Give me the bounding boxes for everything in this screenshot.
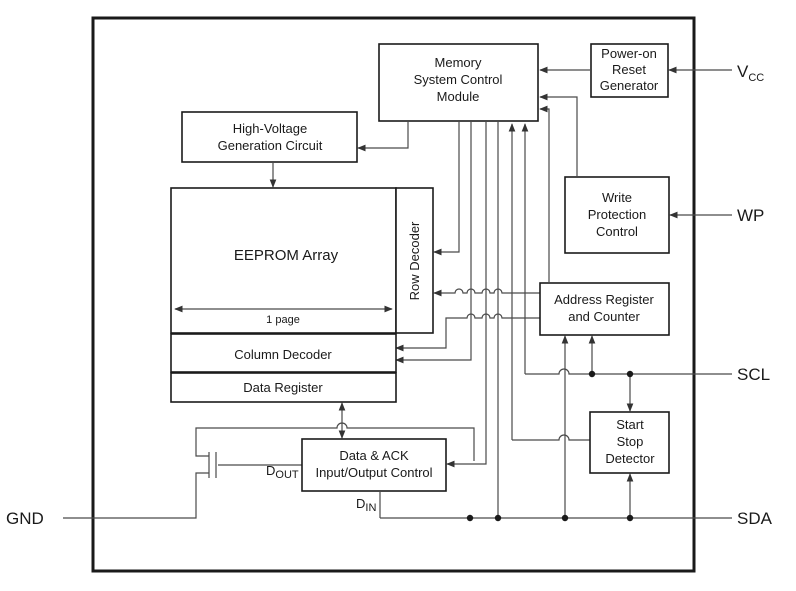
data-ack-line2: Input/Output Control [315, 465, 432, 480]
column-decoder-label: Column Decoder [234, 347, 332, 362]
address-register-block: Address Register and Counter [539, 282, 670, 336]
pin-scl: SCL [737, 365, 770, 384]
eeprom-array-label: EEPROM Array [234, 247, 339, 264]
memory-control-block: Memory System Control Module [378, 43, 539, 122]
pin-gnd: GND [6, 509, 44, 528]
power-on-reset-block: Power-on Reset Generator [590, 43, 669, 98]
wiring [63, 66, 732, 519]
power-on-line2: Reset [612, 62, 646, 77]
start-stop-line3: Detector [605, 451, 655, 466]
address-register-line2: and Counter [568, 309, 640, 324]
eeprom-array-block: EEPROM Array 1 page [170, 187, 397, 334]
start-stop-block: Start Stop Detector [589, 411, 670, 474]
row-decoder-block: Row Decoder [395, 187, 434, 334]
high-voltage-line2: Generation Circuit [218, 138, 323, 153]
write-protection-block: Write Protection Control [564, 176, 670, 254]
dout-label: DOUT [266, 463, 299, 481]
pin-vcc: VCC [737, 62, 764, 84]
page-label: 1 page [266, 314, 300, 326]
high-voltage-line1: High-Voltage [233, 121, 307, 136]
column-decoder-block: Column Decoder [170, 333, 397, 373]
start-stop-line1: Start [616, 417, 644, 432]
memory-ctrl-line3: Module [437, 89, 480, 104]
memory-ctrl-line1: Memory [435, 55, 482, 70]
pin-wp: WP [737, 206, 764, 225]
data-ack-block: Data & ACK Input/Output Control [301, 438, 447, 492]
high-voltage-block: High-Voltage Generation Circuit [181, 111, 358, 163]
pin-sda: SDA [737, 509, 773, 528]
memory-ctrl-line2: System Control [414, 72, 503, 87]
write-protection-line3: Control [596, 224, 638, 239]
address-register-line1: Address Register [554, 292, 654, 307]
power-on-line3: Generator [600, 78, 659, 93]
din-label: DIN [356, 496, 376, 514]
write-protection-line1: Write [602, 190, 632, 205]
data-register-label: Data Register [243, 380, 323, 395]
start-stop-line2: Stop [617, 434, 644, 449]
junction-dots [466, 370, 634, 522]
row-decoder-label: Row Decoder [407, 221, 422, 300]
power-on-line1: Power-on [601, 46, 657, 61]
write-protection-line2: Protection [588, 207, 647, 222]
data-register-block: Data Register [170, 372, 397, 403]
data-ack-line1: Data & ACK [339, 448, 409, 463]
